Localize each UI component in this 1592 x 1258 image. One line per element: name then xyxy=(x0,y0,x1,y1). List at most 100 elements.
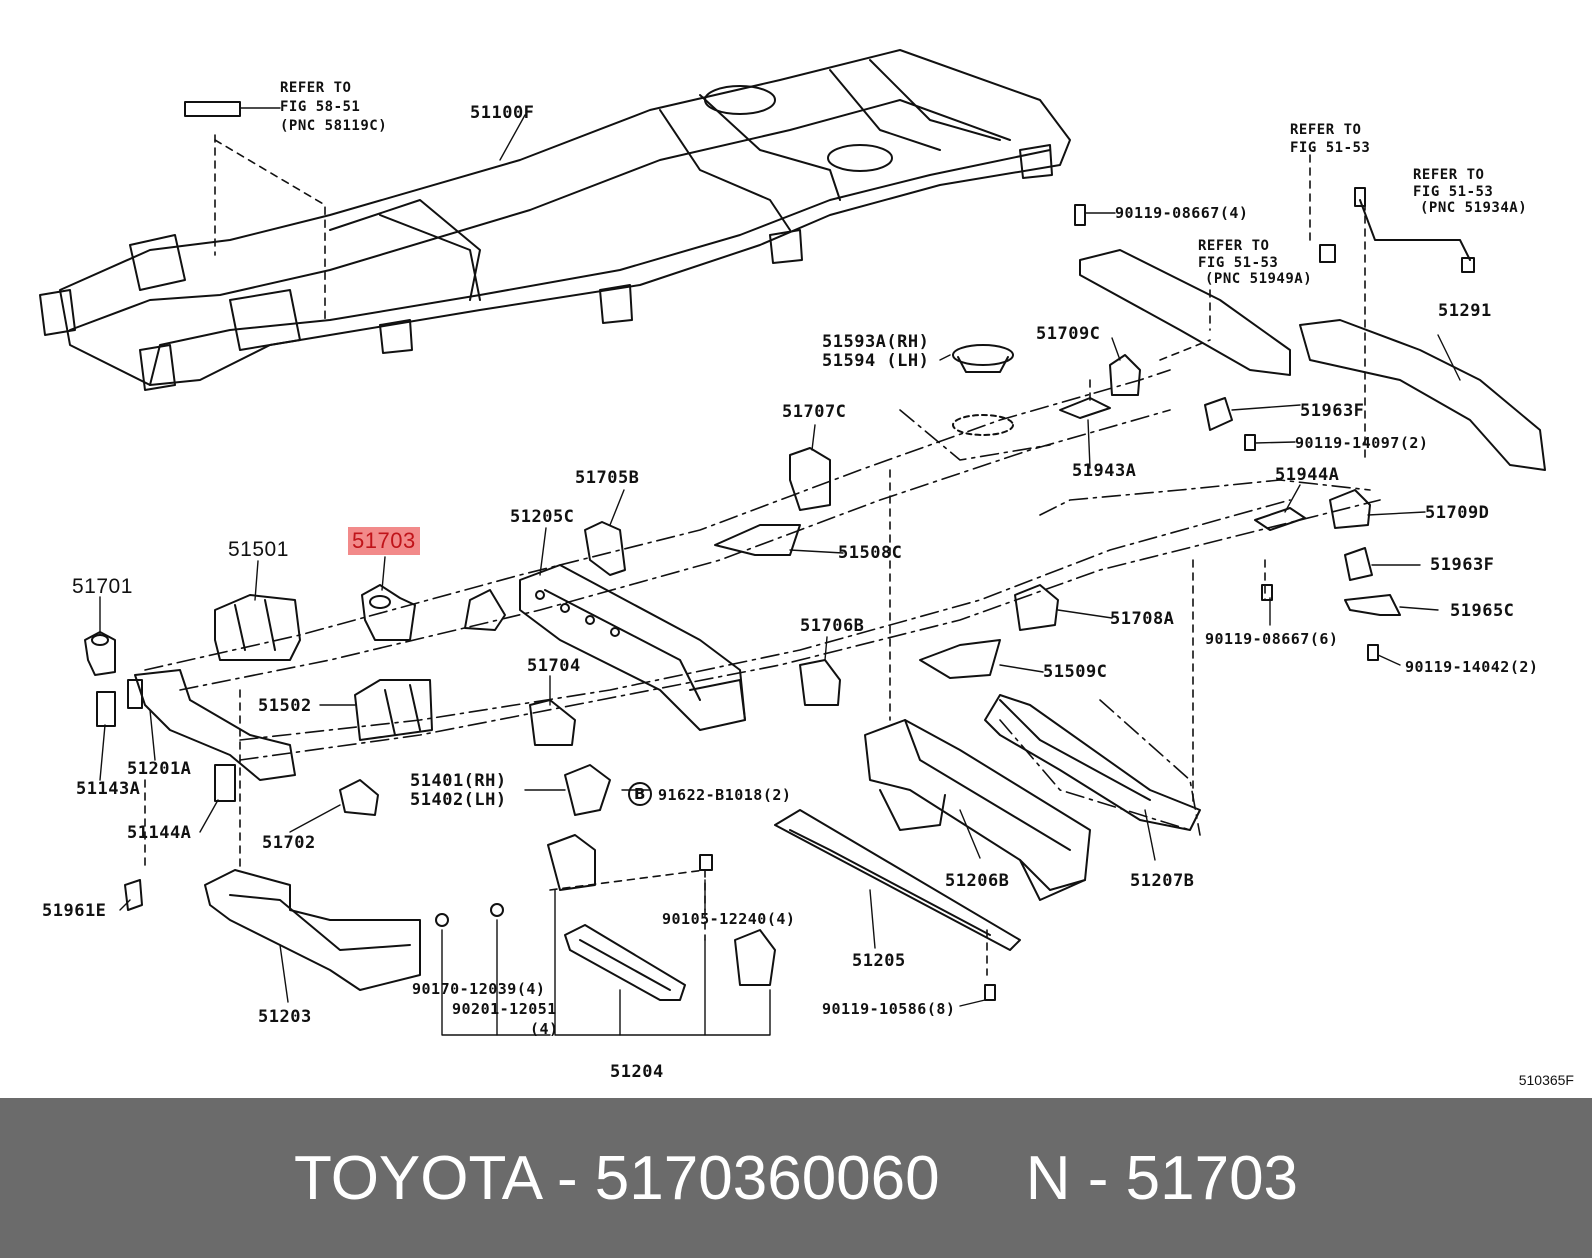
part-label-90201-12051: 90201-12051 xyxy=(452,1000,557,1018)
part-label-51207B: 51207B xyxy=(1130,871,1195,891)
part-label-51701: 51701 xyxy=(72,575,133,598)
refer-fig-51-53-c-line3: (PNC 51949A) xyxy=(1205,271,1313,287)
part-label-51201A: 51201A xyxy=(127,759,192,779)
bracket-51702-drawing xyxy=(339,779,379,816)
bracket-51205C-upper-drawing xyxy=(464,589,506,631)
pipe-51934A-drawing xyxy=(1354,187,1475,273)
part-label-51963F-b: 51963F xyxy=(1430,555,1495,575)
highlighted-part-label-51703: 51703 xyxy=(348,527,420,555)
footer-bar: TOYOTA - 5170360060 N - 51703 xyxy=(0,1098,1592,1258)
bracket-51704-drawing xyxy=(529,699,576,746)
part-label-51291: 51291 xyxy=(1438,301,1492,321)
refer-fig-58-51-line2: FIG 58-51 xyxy=(280,99,361,115)
part-label-51961E: 51961E xyxy=(42,901,107,921)
bracket-51508C-drawing xyxy=(714,524,801,556)
part-label-51702: 51702 xyxy=(262,833,316,853)
crossmember-51207B-drawing xyxy=(984,694,1201,831)
part-label-51402-lh: 51402(LH) xyxy=(410,790,507,810)
crossmember-51205C-drawing xyxy=(519,564,746,731)
part-label-51708A: 51708A xyxy=(1110,609,1175,629)
cup-51593A-drawing xyxy=(952,344,1014,436)
refer-fig-51-53-a-line2: FIG 51-53 xyxy=(1290,140,1371,156)
part-label-90119-08667-6: 90119-08667(6) xyxy=(1205,630,1339,648)
bolts-drawing xyxy=(435,204,1379,1001)
guide-lines xyxy=(144,339,1266,976)
mount-51501-drawing xyxy=(214,594,301,661)
refer-fig-51-53-a-line1: REFER TO xyxy=(1290,122,1362,138)
crossmember-51206B-drawing xyxy=(864,719,1091,901)
bracket-51963F-drawing xyxy=(1204,397,1373,581)
bracket-51961E-drawing xyxy=(124,879,143,911)
part-label-51707C: 51707C xyxy=(782,402,847,422)
part-label-51944A: 51944A xyxy=(1275,465,1340,485)
part-label-51501: 51501 xyxy=(228,538,289,561)
bracket-51203-drawing xyxy=(204,869,421,991)
part-label-90201-qty: (4) xyxy=(530,1020,559,1038)
refer-fig-51-53-b-line2: FIG 51-53 xyxy=(1413,184,1494,200)
bracket-51509C-drawing xyxy=(919,639,1001,679)
part-label-91622-b1018: 91622-B1018(2) xyxy=(658,786,792,804)
part-label-90119-08667-4: 90119-08667(4) xyxy=(1115,204,1249,222)
bracket-51709C-drawing xyxy=(1109,354,1141,396)
bracket-51204-parts-drawing xyxy=(547,834,776,986)
rail-51949A-drawing xyxy=(1079,249,1291,376)
footer-part-number: TOYOTA - 5170360060 N - 51703 xyxy=(293,1143,1299,1213)
bracket-51705B-drawing xyxy=(584,521,626,576)
refer-fig-58-51-line3: (PNC 58119C) xyxy=(280,118,388,134)
crossmember-51204-drawing xyxy=(564,924,686,1001)
part-label-51963F-a: 51963F xyxy=(1300,401,1365,421)
reference-lines-upper xyxy=(214,134,1366,461)
b-marker-label: B xyxy=(628,782,652,806)
bracket-51709D-drawing xyxy=(1329,489,1371,529)
bracket-51701-drawing xyxy=(84,631,116,676)
part-label-90105-12240: 90105-12240(4) xyxy=(662,910,796,928)
part-label-51704: 51704 xyxy=(527,656,581,676)
part-label-51401-rh: 51401(RH) xyxy=(410,771,507,791)
part-label-51943A: 51943A xyxy=(1072,461,1137,481)
part-label-51593A-rh: 51593A(RH) xyxy=(822,332,930,352)
diagram-code: 510365F xyxy=(1518,1072,1574,1088)
bracket-51703-drawing xyxy=(361,584,416,641)
part-label-51709C: 51709C xyxy=(1036,324,1101,344)
part-label-51502: 51502 xyxy=(258,696,312,716)
part-label-51508C: 51508C xyxy=(838,543,903,563)
refer-fig-51-53-b-line3: (PNC 51934A) xyxy=(1420,200,1528,216)
crossmember-51201A-drawing xyxy=(127,669,296,781)
part-label-51203: 51203 xyxy=(258,1007,312,1027)
crossmember-51205-drawing xyxy=(774,809,1021,951)
refer-fig-51-53-b-line1: REFER TO xyxy=(1413,167,1485,183)
part-label-90170-12039: 90170-12039(4) xyxy=(412,980,546,998)
bracket-51965C-drawing xyxy=(1344,594,1401,616)
diagram-drawing xyxy=(39,49,1546,1036)
part-label-51205: 51205 xyxy=(852,951,906,971)
part-label-51706B: 51706B xyxy=(800,616,865,636)
part-label-51594-lh: 51594 (LH) xyxy=(822,351,930,371)
exploded-frame-outline xyxy=(144,369,1381,836)
leader-lines xyxy=(99,107,1461,1036)
bracket-51706B-drawing xyxy=(799,659,841,706)
bracket-51144A-drawing xyxy=(214,764,236,802)
parts-diagram: REFER TO FIG 58-51 (PNC 58119C) 51100F R… xyxy=(39,49,1574,1088)
part-label-51965C: 51965C xyxy=(1450,601,1515,621)
part-label-51204: 51204 xyxy=(610,1062,664,1082)
b-circle-marker: B xyxy=(628,782,652,806)
bracket-51943A-drawing xyxy=(1059,397,1306,531)
rail-51291-drawing xyxy=(1299,319,1546,471)
part-label-51144A: 51144A xyxy=(127,823,192,843)
bracket-51708A-drawing xyxy=(1014,584,1059,631)
mount-51502-drawing xyxy=(354,679,433,741)
part-label-51100F: 51100F xyxy=(470,103,535,123)
refer-fig-51-53-c-line2: FIG 51-53 xyxy=(1198,255,1279,271)
part-label-51705B: 51705B xyxy=(575,468,640,488)
refer-fig-58-51-line1: REFER TO xyxy=(280,80,352,96)
part-label-51205C: 51205C xyxy=(510,507,575,527)
part-label-90119-14042: 90119-14042(2) xyxy=(1405,658,1539,676)
part-label-90119-10586: 90119-10586(8) xyxy=(822,1000,956,1018)
part-label-51206B: 51206B xyxy=(945,871,1010,891)
part-label-51709D: 51709D xyxy=(1425,503,1490,523)
bracket-51707C-drawing xyxy=(789,447,831,511)
bracket-51143A-drawing xyxy=(96,691,116,727)
refer-fig-51-53-c-line1: REFER TO xyxy=(1198,238,1270,254)
part-label-90119-14097: 90119-14097(2) xyxy=(1295,434,1429,452)
bracket-51401-drawing xyxy=(564,764,611,816)
